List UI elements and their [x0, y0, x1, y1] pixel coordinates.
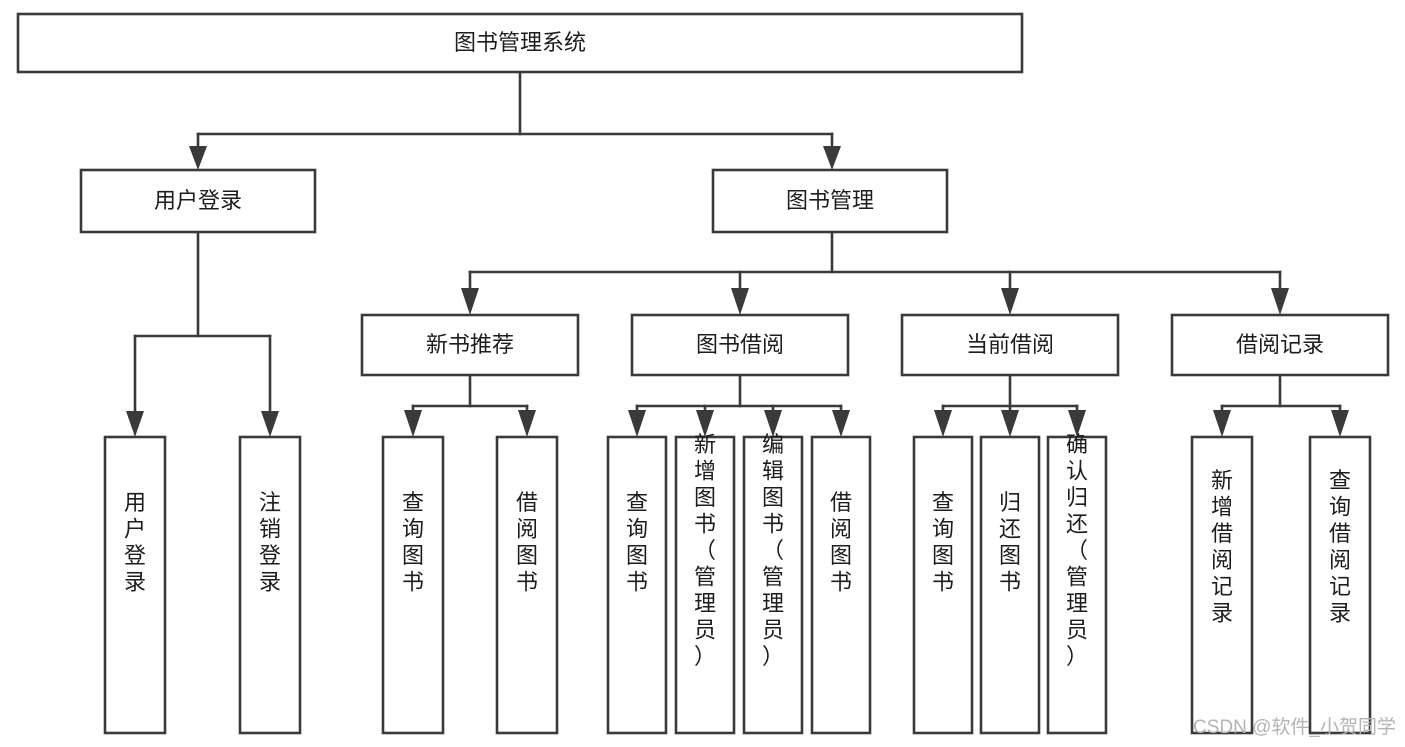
- book-management-box[interactable]: [711, 168, 949, 234]
- new-book-recommend-box[interactable]: [360, 313, 580, 377]
- leaf-edit-book-box[interactable]: [742, 435, 804, 735]
- watermark-label: CSDN @软件_小贺同学: [1193, 716, 1396, 738]
- arrow-leaf-query-book-1: [404, 410, 422, 437]
- root-label: 图书管理系统: [454, 30, 586, 55]
- arrow-leaf-confirm-return: [1068, 410, 1086, 437]
- leaf-query-record-box[interactable]: [1308, 435, 1372, 735]
- leaf-query-book-1-box[interactable]: [381, 435, 445, 735]
- leaf-add-book-box[interactable]: [674, 435, 736, 735]
- leaf-borrow-book-2-box[interactable]: [810, 435, 872, 735]
- node-leaf-query-book-1[interactable]: 查询图书: [381, 435, 445, 735]
- new-book-recommend-label: 新书推荐: [426, 332, 514, 357]
- node-leaf-query-book-2[interactable]: 查询图书: [606, 435, 668, 735]
- arrow-new-book-recommend: [461, 288, 479, 315]
- leaf-logout-label: 注销登录: [259, 490, 281, 595]
- leaf-add-record-label: 新增借阅记录: [1211, 468, 1233, 626]
- node-leaf-edit-book[interactable]: 编辑图书（管理员）: [742, 432, 804, 735]
- leaf-borrow-book-2-label: 借阅图书: [830, 490, 852, 595]
- leaf-query-book-2-box[interactable]: [606, 435, 668, 735]
- leaf-query-book-2-label: 查询图书: [626, 490, 648, 595]
- node-new-book-recommend[interactable]: 新书推荐: [360, 313, 580, 377]
- arrow-borrow-record: [1271, 288, 1289, 315]
- arrow-book-borrow: [731, 288, 749, 315]
- arrow-book-management: [823, 146, 841, 170]
- node-leaf-user-login[interactable]: 用户登录: [103, 435, 167, 735]
- node-borrow-record[interactable]: 借阅记录: [1170, 313, 1390, 377]
- borrow-record-label: 借阅记录: [1236, 332, 1324, 357]
- leaf-add-book-label: 新增图书（管理员）: [694, 432, 716, 669]
- leaf-return-book-label: 归还图书: [999, 490, 1021, 595]
- node-leaf-confirm-return[interactable]: 确认归还（管理员）: [1046, 432, 1108, 735]
- leaf-query-book-3-label: 查询图书: [932, 490, 954, 595]
- root-box[interactable]: [16, 12, 1024, 74]
- node-leaf-borrow-book-1[interactable]: 借阅图书: [495, 435, 559, 735]
- arrow-leaf-add-record: [1213, 410, 1231, 437]
- node-leaf-query-record[interactable]: 查询借阅记录: [1308, 435, 1372, 735]
- arrow-leaf-borrow-book-1: [518, 410, 536, 437]
- connectors-layer: [126, 70, 1349, 437]
- leaf-edit-book-label: 编辑图书（管理员）: [762, 432, 784, 669]
- node-user-login[interactable]: 用户登录: [79, 168, 317, 234]
- arrow-leaf-user-login: [126, 411, 144, 437]
- leaf-user-login-label: 用户登录: [124, 490, 146, 595]
- borrow-record-box[interactable]: [1170, 313, 1390, 377]
- node-book-borrow[interactable]: 图书借阅: [630, 313, 850, 377]
- arrow-user-login: [189, 146, 207, 170]
- leaf-query-record-label: 查询借阅记录: [1329, 468, 1351, 626]
- leaf-user-login-box[interactable]: [103, 435, 167, 735]
- node-current-borrow[interactable]: 当前借阅: [900, 313, 1120, 377]
- book-borrow-label: 图书借阅: [696, 332, 784, 357]
- leaf-logout-box[interactable]: [238, 435, 302, 735]
- arrow-leaf-logout: [261, 411, 279, 437]
- node-root[interactable]: 图书管理系统: [16, 12, 1024, 74]
- node-leaf-borrow-book-2[interactable]: 借阅图书: [810, 435, 872, 735]
- current-borrow-box[interactable]: [900, 313, 1120, 377]
- leaf-confirm-return-box[interactable]: [1046, 435, 1108, 735]
- arrow-leaf-edit-book: [764, 410, 782, 437]
- node-leaf-add-book[interactable]: 新增图书（管理员）: [674, 432, 736, 735]
- arrow-leaf-borrow-book-2: [832, 410, 850, 437]
- node-leaf-logout[interactable]: 注销登录: [238, 435, 302, 735]
- leaf-query-book-1-label: 查询图书: [402, 490, 424, 595]
- user-login-label: 用户登录: [154, 188, 242, 213]
- arrow-leaf-query-book-3: [934, 410, 952, 437]
- node-book-management[interactable]: 图书管理: [711, 168, 949, 234]
- arrow-leaf-query-book-2: [628, 410, 646, 437]
- book-management-label: 图书管理: [786, 188, 874, 213]
- node-leaf-add-record[interactable]: 新增借阅记录: [1190, 435, 1254, 735]
- arrow-current-borrow: [1001, 288, 1019, 315]
- node-leaf-query-book-3[interactable]: 查询图书: [912, 435, 974, 735]
- leaf-borrow-book-1-box[interactable]: [495, 435, 559, 735]
- leaf-return-book-box[interactable]: [979, 435, 1041, 735]
- leaf-borrow-book-1-label: 借阅图书: [516, 490, 538, 595]
- leaf-add-record-box[interactable]: [1190, 435, 1254, 735]
- book-borrow-box[interactable]: [630, 313, 850, 377]
- arrow-leaf-query-record: [1331, 410, 1349, 437]
- leaf-query-book-3-box[interactable]: [912, 435, 974, 735]
- arrow-leaf-add-book: [696, 410, 714, 437]
- user-login-box[interactable]: [79, 168, 317, 234]
- node-leaf-return-book[interactable]: 归还图书: [979, 435, 1041, 735]
- leaf-confirm-return-label: 确认归还（管理员）: [1066, 432, 1088, 669]
- current-borrow-label: 当前借阅: [966, 332, 1054, 357]
- arrow-leaf-return-book: [1001, 410, 1019, 437]
